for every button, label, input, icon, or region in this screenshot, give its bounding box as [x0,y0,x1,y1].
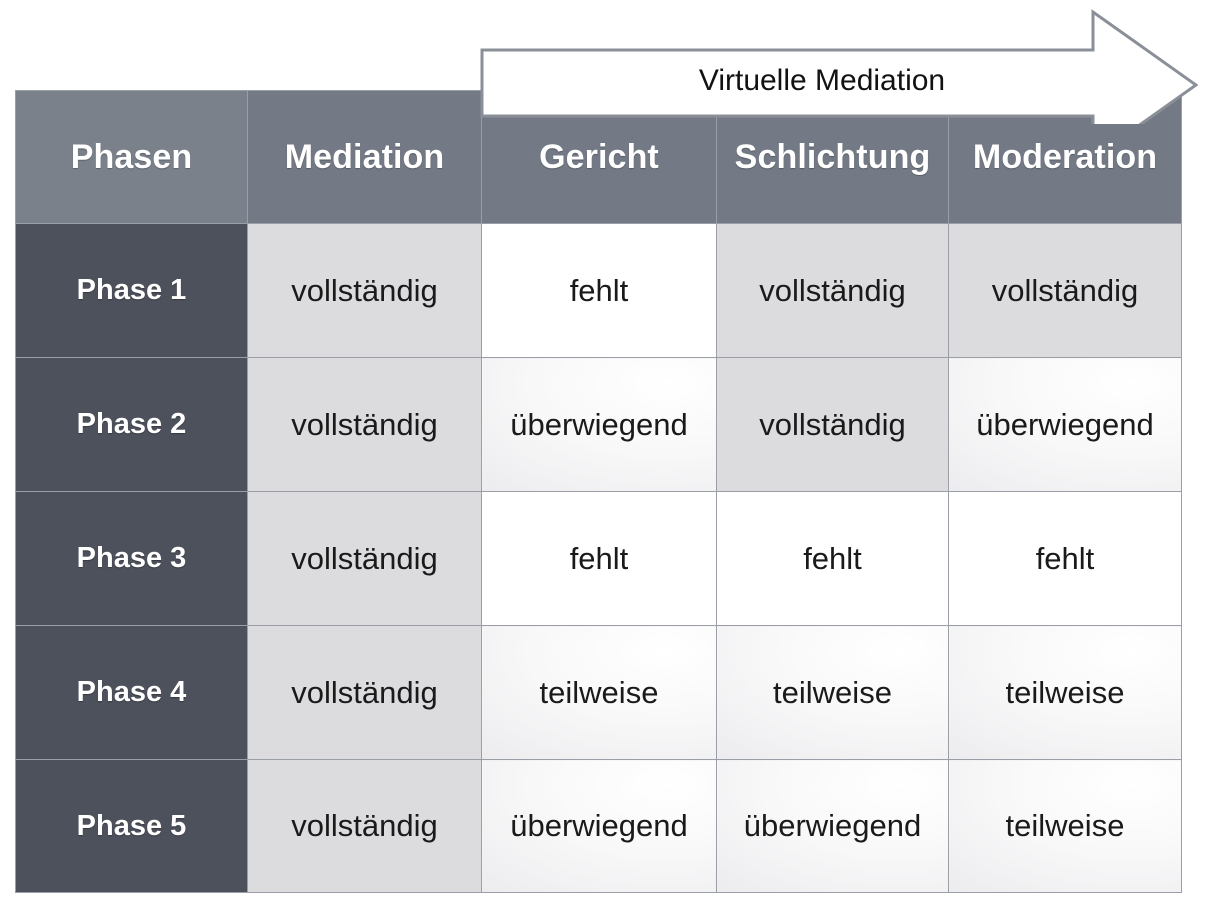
column-header-schlichtung: Schlichtung [716,90,949,224]
cell-mediation-phase-1: vollständig [247,223,482,358]
row-label-phase-1: Phase 1 [15,223,248,358]
cell-schlichtung-phase-2: vollständig [716,357,949,492]
cell-gericht-phase-4: teilweise [481,625,717,760]
cell-gericht-phase-5: überwiegend [481,759,717,893]
cell-mediation-phase-4: vollständig [247,625,482,760]
table-header: Phasen Mediation Gericht Schlichtung Mod… [15,90,1182,224]
cell-schlichtung-phase-3: fehlt [716,491,949,626]
cell-moderation-phase-4: teilweise [948,625,1182,760]
cell-moderation-phase-3: fehlt [948,491,1182,626]
cell-schlichtung-phase-5: überwiegend [716,759,949,893]
cell-mediation-phase-5: vollständig [247,759,482,893]
cell-moderation-phase-2: überwiegend [948,357,1182,492]
cell-mediation-phase-2: vollständig [247,357,482,492]
header-row: Phasen Mediation Gericht Schlichtung Mod… [15,90,1182,224]
row-label-phase-4: Phase 4 [15,625,248,760]
column-header-phasen: Phasen [15,90,248,224]
cell-schlichtung-phase-4: teilweise [716,625,949,760]
cell-mediation-phase-3: vollständig [247,491,482,626]
column-header-mediation: Mediation [247,90,482,224]
cell-gericht-phase-1: fehlt [481,223,717,358]
cell-schlichtung-phase-1: vollständig [716,223,949,358]
arrow-label: Virtuelle Mediation [698,64,946,97]
cell-gericht-phase-2: überwiegend [481,357,717,492]
row-label-phase-2: Phase 2 [15,357,248,492]
cell-moderation-phase-1: vollständig [948,223,1182,358]
row-label-phase-3: Phase 3 [15,491,248,626]
cell-moderation-phase-5: teilweise [948,759,1182,893]
column-header-gericht: Gericht [481,90,717,224]
cell-gericht-phase-3: fehlt [481,491,717,626]
phase-comparison-table: Phasen Mediation Gericht Schlichtung Mod… [15,90,1182,893]
row-label-phase-5: Phase 5 [15,759,248,893]
column-header-moderation: Moderation [948,90,1182,224]
